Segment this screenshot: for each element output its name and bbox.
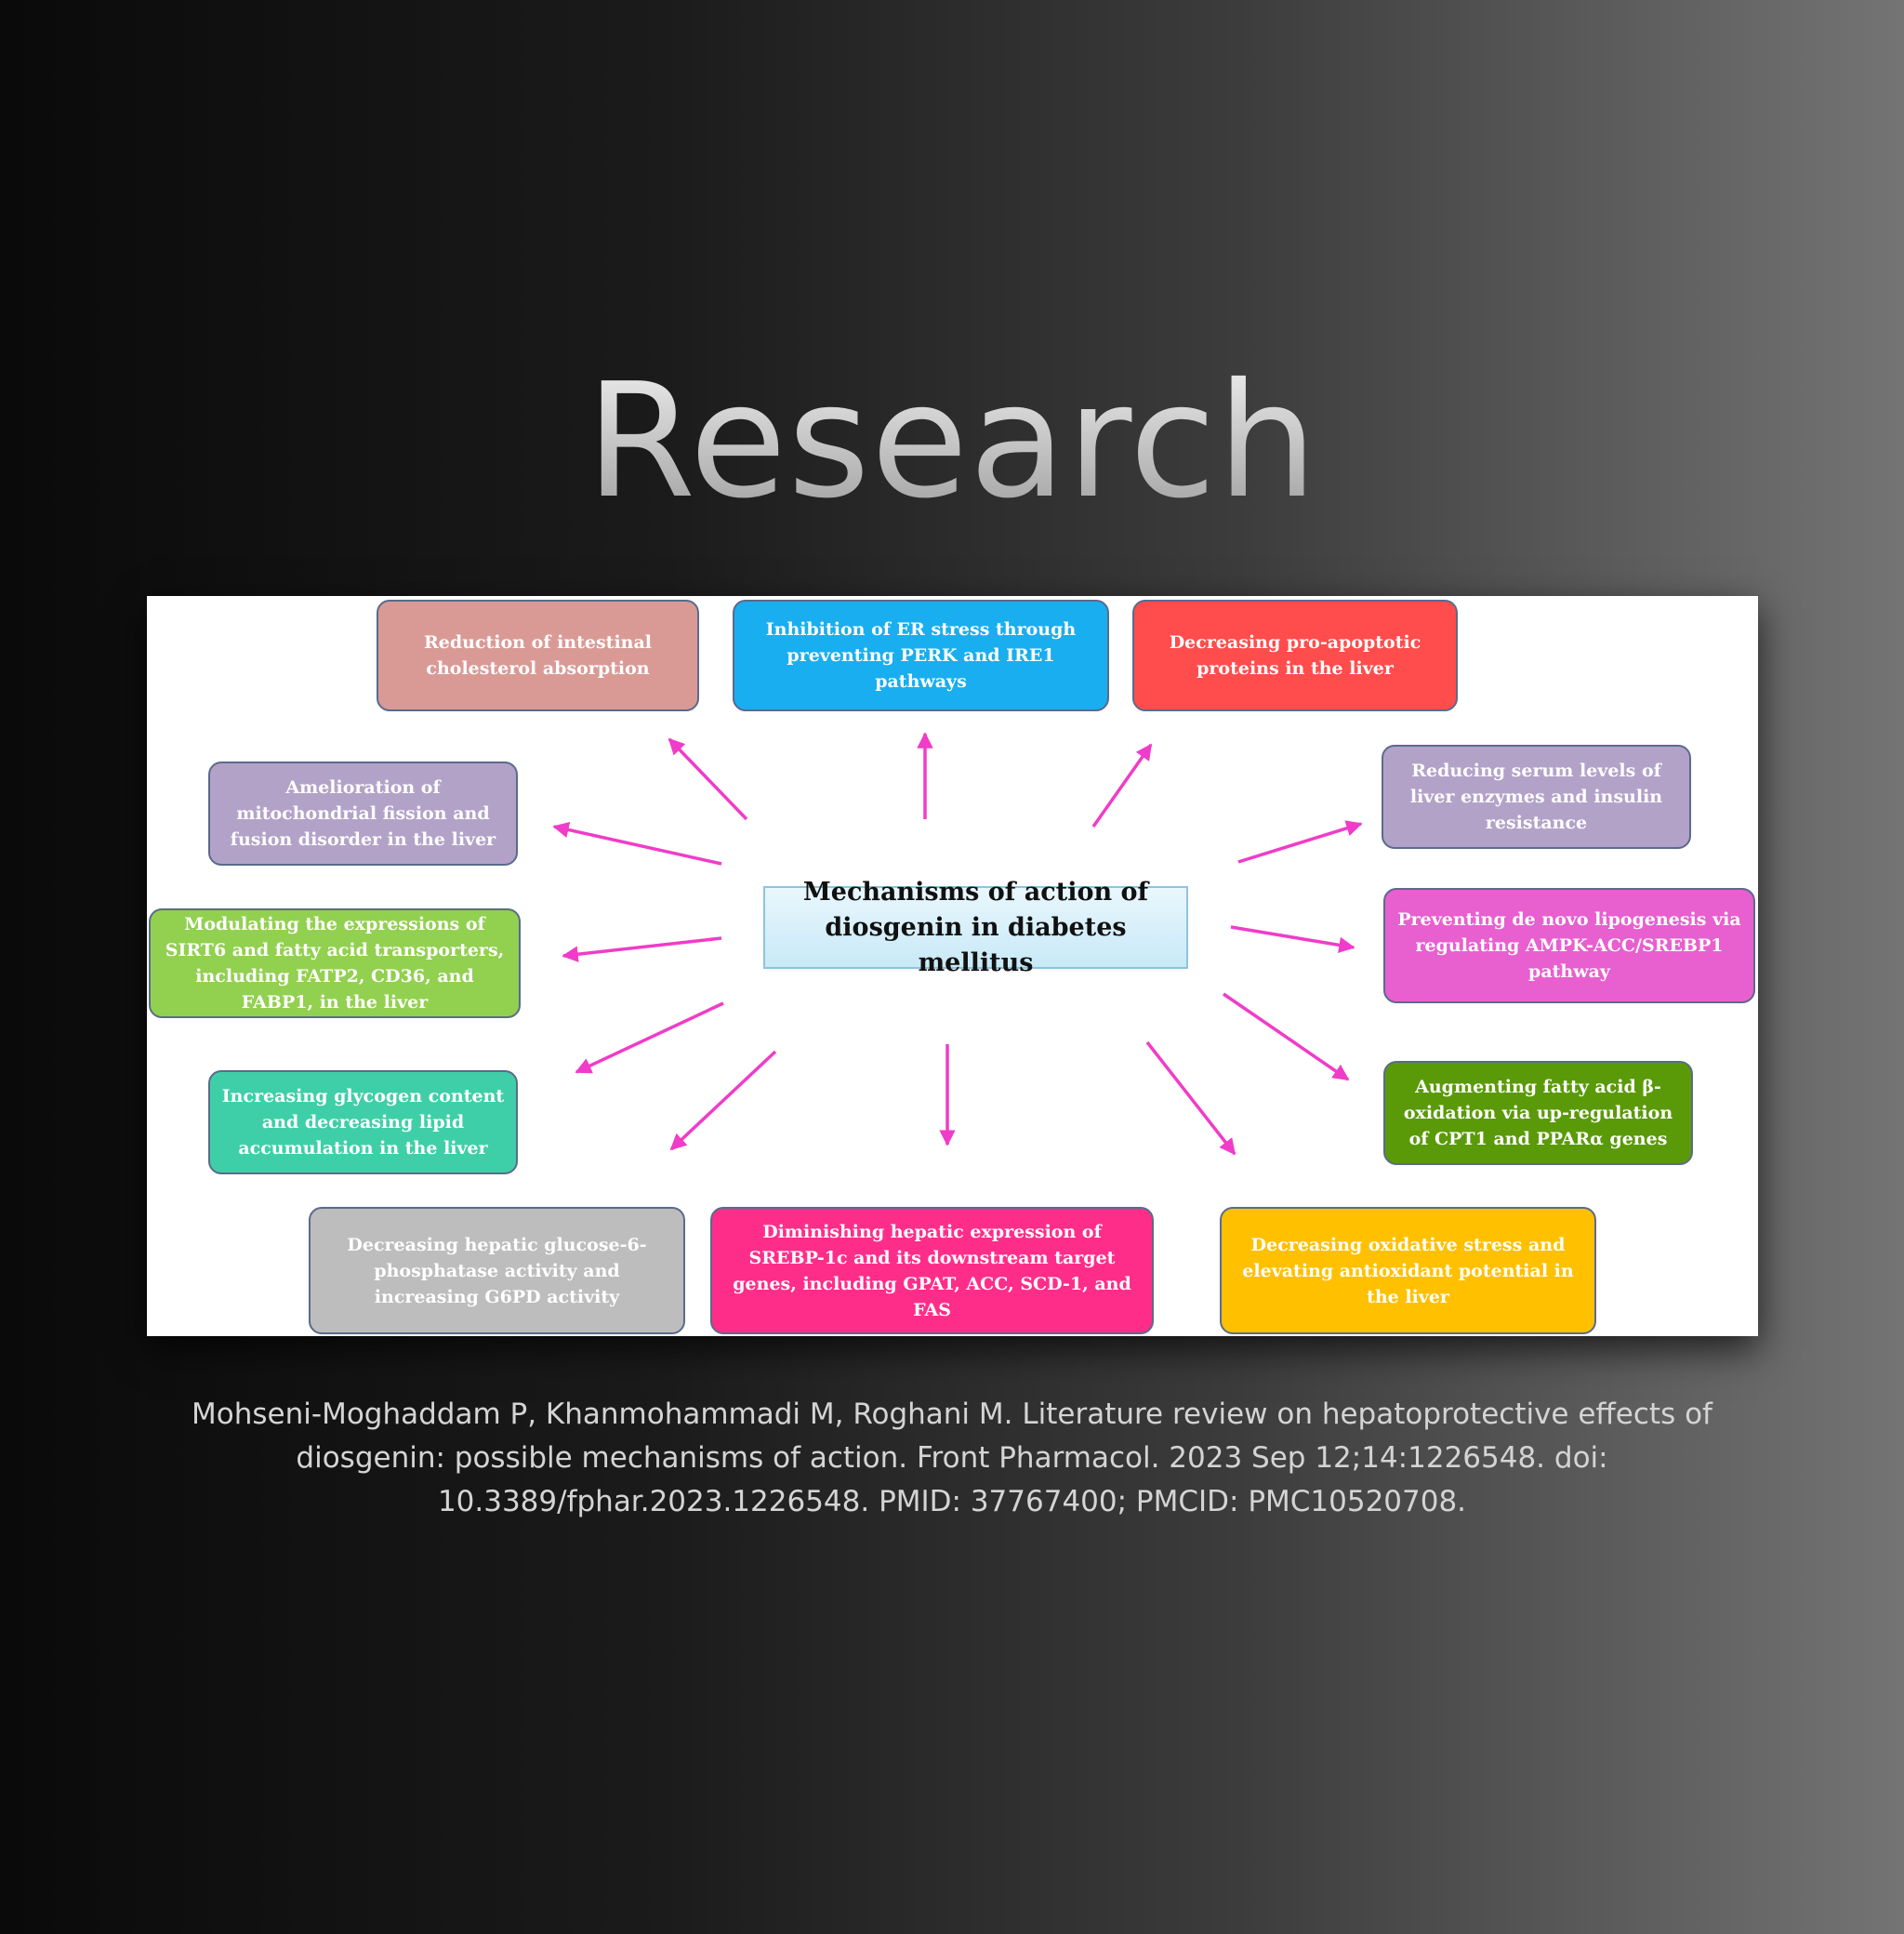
arrow-to-serum — [1237, 820, 1363, 864]
arrow-to-apoptotic — [1091, 743, 1153, 828]
arrow-to-mitochondrial — [552, 821, 722, 866]
diagram-center-box: Mechanisms of action of diosgenin in dia… — [763, 878, 1188, 977]
arrow-to-cholesterol — [668, 737, 748, 821]
node-sirt6: Modulating the expressions of SIRT6 and … — [149, 908, 521, 1018]
node-serum-levels: Reducing serum levels of liver enzymes a… — [1382, 745, 1691, 849]
node-pro-apoptotic: Decreasing pro-apoptotic proteins in the… — [1132, 600, 1458, 711]
node-lipogenesis: Preventing de novo lipogenesis via regul… — [1383, 888, 1755, 1003]
arrow-to-fatty-acid — [1223, 992, 1350, 1081]
arrow-to-lipogenesis — [1230, 925, 1355, 954]
arrow-to-oxidative — [1145, 1040, 1236, 1156]
arrow-to-sirt6 — [562, 936, 722, 962]
mechanism-diagram: Mechanisms of action of diosgenin in dia… — [147, 596, 1758, 1336]
node-oxidative-stress: Decreasing oxidative stress and elevatin… — [1220, 1207, 1596, 1334]
arrow-to-glycogen — [575, 1001, 724, 1074]
arrow-layer — [552, 732, 1363, 1156]
node-mitochondrial: Amelioration of mitochondrial fission an… — [208, 762, 518, 866]
arrow-to-glucose — [669, 1050, 777, 1151]
node-intestinal-cholesterol: Reduction of intestinal cholesterol abso… — [377, 600, 699, 711]
page-title: Research — [0, 349, 1904, 535]
citation-text: Mohseni-Moghaddam P, Khanmohammadi M, Ro… — [192, 1398, 1712, 1518]
node-er-stress: Inhibition of ER stress through preventi… — [733, 600, 1109, 711]
node-fatty-acid: Augmenting fatty acid β-oxidation via up… — [1383, 1061, 1693, 1165]
node-srebp: Diminishing hepatic expression of SREBP-… — [710, 1207, 1154, 1334]
node-glycogen: Increasing glycogen content and decreasi… — [208, 1070, 518, 1174]
node-glucose-6-phosphatase: Decreasing hepatic glucose-6-phosphatase… — [309, 1207, 685, 1334]
